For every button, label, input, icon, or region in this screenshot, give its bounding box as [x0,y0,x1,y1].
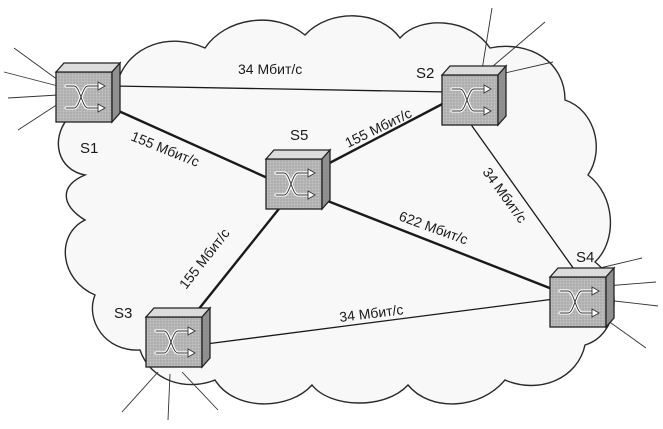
atm-switch-icon [264,148,332,211]
link-s1-s2 [111,85,451,93]
switch-s5[interactable] [264,148,332,211]
atm-switch-icon [144,306,212,369]
access-lines [3,7,659,421]
link-s2-s4 [471,125,587,287]
label-s2: S2 [416,65,434,82]
label-s1: S1 [80,140,98,157]
network-cloud [57,15,615,405]
switch-s3[interactable] [144,306,212,369]
link-s3-s4 [205,297,563,345]
link-s1-s5 [110,106,274,182]
link-s5-s2 [318,98,452,170]
label-s3: S3 [114,305,132,322]
label-s4: S4 [576,249,594,266]
label-s5: S5 [290,127,308,144]
link-s5-s4 [318,196,572,298]
atm-switch-icon [548,266,616,329]
bandwidth-s1-s2: 34 Мбит/с [238,61,302,77]
switch-s2[interactable] [440,64,508,127]
switch-s4[interactable] [548,266,616,329]
atm-switch-icon [54,61,122,124]
switch-s1[interactable] [54,61,122,124]
atm-switch-icon [440,64,508,127]
bandwidth-s3-s4: 34 Мбит/с [338,301,404,325]
